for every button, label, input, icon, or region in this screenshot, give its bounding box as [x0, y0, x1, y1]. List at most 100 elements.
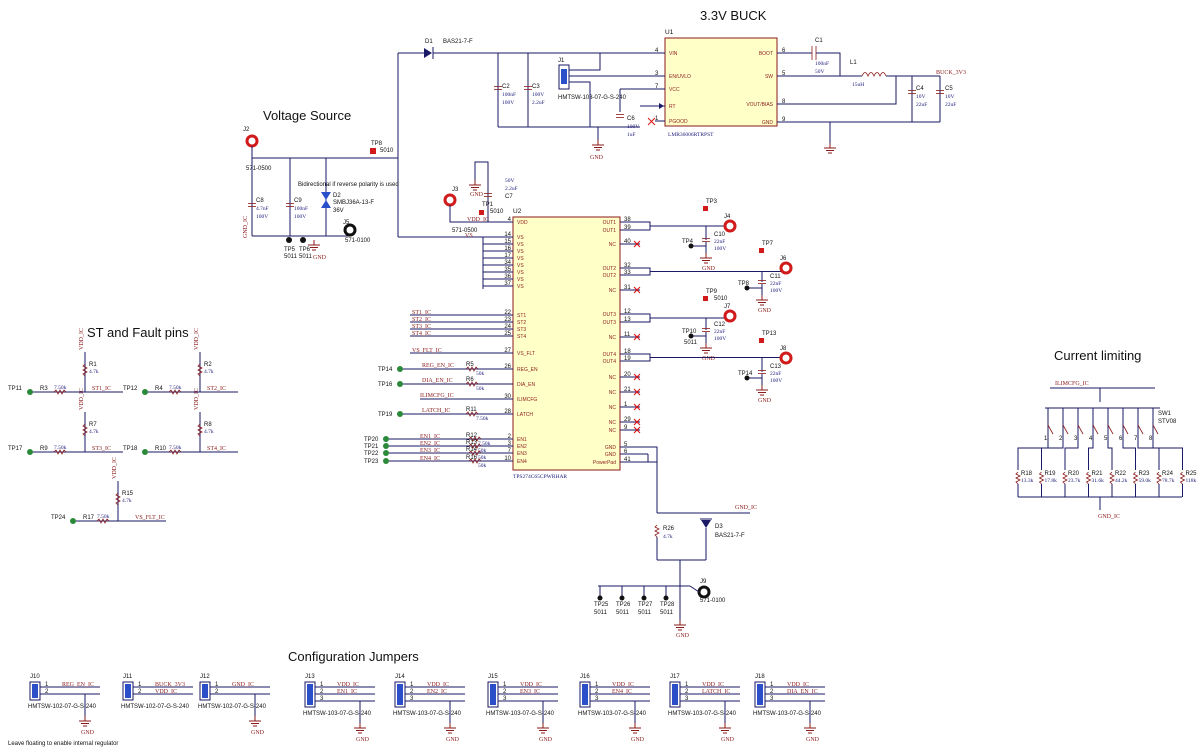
- jumper-net-label: EN1_IC: [337, 689, 357, 695]
- resistor-val: 50k: [478, 448, 487, 454]
- u2-pin-number: 40: [624, 239, 631, 245]
- c6-capacitor: [615, 114, 625, 118]
- j3-part: 571-0500: [452, 228, 478, 234]
- net-label: DIA_EN_IC: [422, 378, 453, 384]
- dip-switch-contact: [1077, 424, 1084, 435]
- u2-pin-name: VS: [517, 256, 524, 262]
- testpoint: [383, 443, 389, 449]
- vdd-label: VDD_IC: [112, 457, 118, 479]
- dip-switch-pin: 2: [1059, 436, 1063, 442]
- u2-pin-number: 11: [624, 332, 631, 338]
- output-terminal: [779, 351, 793, 365]
- u2-pin-name: VS: [517, 249, 524, 255]
- testpoint: [142, 449, 148, 455]
- c4-v: 10V: [916, 94, 926, 100]
- u1-pin-name: SW: [765, 74, 773, 80]
- buck-converter: D1 BAS21-7-F U1 LMR36006RTRPST VIN4EN/UV…: [397, 29, 966, 238]
- testpoint: [27, 389, 33, 395]
- c4-ref: C4: [916, 86, 924, 92]
- j1-ref: J1: [558, 58, 565, 64]
- c9-ref: C9: [294, 198, 302, 204]
- sw1-part: STV08: [1158, 419, 1177, 425]
- testpoint: [383, 450, 389, 456]
- ilim-resistor-val: 17.8k: [1045, 478, 1058, 484]
- gnd-testpoint-ref: TP4: [682, 239, 694, 245]
- ilim-resistor-val: 44.2k: [1115, 478, 1128, 484]
- c8-ref: C8: [256, 198, 264, 204]
- jumper-ref: J17: [670, 674, 680, 680]
- output-capacitor-val: 22nF: [714, 239, 725, 245]
- tp1-ref: TP1: [482, 202, 494, 208]
- u2-pin-number: 29: [624, 417, 631, 423]
- footnote: Leave floating to enable internal regula…: [8, 741, 118, 747]
- j3-ref: J3: [452, 187, 459, 193]
- u2-pin-number: 3: [508, 441, 512, 447]
- pullup-val: 4.7k: [89, 369, 99, 375]
- output-testpoint: [759, 248, 764, 253]
- testpoint: [142, 389, 148, 395]
- testpoint-ref: TP23: [364, 459, 379, 465]
- u1-pin-number: 5: [782, 71, 786, 77]
- resistor-val: 7.50k: [54, 385, 67, 391]
- output-capacitor-val: 22nF: [770, 281, 781, 287]
- u2-pin-number: 33: [624, 270, 631, 276]
- c2-ref: C2: [502, 84, 510, 90]
- ilimcfg-label: ILIMCFG_IC: [1055, 381, 1089, 387]
- output-testpoint: [759, 338, 764, 343]
- output-capacitor-val: 22nF: [714, 329, 725, 335]
- u2-pin-name: ST2: [517, 320, 526, 326]
- dip-switch-contact: [1062, 424, 1069, 435]
- ilimcfg-net-label: ILIMCFG_IC: [420, 393, 454, 399]
- nc-mark: [633, 333, 641, 341]
- u2-pin-name: OUT3: [603, 312, 617, 318]
- d3-ref: D3: [715, 524, 723, 530]
- j3-terminal: [443, 193, 457, 207]
- u2-pin-name: NC: [609, 288, 617, 294]
- u2-pin-number: 17: [504, 253, 511, 259]
- testpoint-ref: TP22: [364, 451, 379, 457]
- jumper-pin-number: 1: [595, 682, 599, 688]
- jumper-pin-number: 2: [138, 689, 142, 695]
- gnd-label: GND: [702, 356, 716, 362]
- dip-switch-contact: [1122, 424, 1129, 435]
- jumper-ref: J18: [755, 674, 765, 680]
- gnd-ic-label: GND_IC: [735, 505, 757, 511]
- jumper-pin-number: 2: [503, 689, 507, 695]
- gnd-symbol: [823, 142, 837, 154]
- ilim-resistor: [1133, 471, 1138, 485]
- u1-pin-number: 9: [782, 117, 786, 123]
- gnd-testpoint-ref: TP26: [616, 602, 631, 608]
- u2-pin-name: ST3: [517, 327, 526, 333]
- d2-voltage: 36V: [333, 208, 344, 214]
- st-net-label: ST1_IC: [92, 386, 111, 392]
- u2-pin-number: 18: [624, 349, 631, 355]
- dip-switch-pin: 4: [1089, 436, 1093, 442]
- jumper-net-label: VDD_IC: [612, 682, 634, 688]
- u1-part: LMR36006RTRPST: [668, 132, 714, 138]
- dip-switch-pin: 6: [1119, 436, 1123, 442]
- jumper-part: HMTSW-103-07-G-S-240: [486, 711, 555, 717]
- u2-pin-name: GND: [605, 445, 617, 451]
- u2-pin-number: 36: [504, 274, 511, 280]
- gnd-testpoint: [663, 595, 669, 601]
- output-terminal: [779, 261, 793, 275]
- gnd-symbol: [591, 139, 605, 151]
- j2-part: 571-0500: [246, 166, 272, 172]
- tp1-part: 5010: [490, 209, 504, 215]
- output-capacitor-ref: C10: [714, 232, 726, 238]
- jumper-net-label: VDD_IC: [427, 682, 449, 688]
- resistor-ref: R14: [466, 447, 478, 453]
- u2-pin-number: 15: [504, 239, 511, 245]
- gnd-testpoint-part: 5011: [616, 610, 630, 616]
- l1-ref: L1: [850, 60, 857, 66]
- nc-mark: [633, 240, 641, 248]
- r26-val: 4.7k: [663, 534, 673, 540]
- c8-v: 100V: [256, 214, 268, 220]
- jumper-pin-number: 1: [503, 682, 507, 688]
- u2-pin-name: LATCH: [517, 412, 533, 418]
- ilim-resistor-val: 13.3k: [1021, 478, 1034, 484]
- resistor-val: 7.50k: [97, 514, 110, 520]
- gnd-label: GND: [356, 737, 370, 743]
- jumper-part: HMTSW-102-07-G-S-240: [28, 704, 97, 710]
